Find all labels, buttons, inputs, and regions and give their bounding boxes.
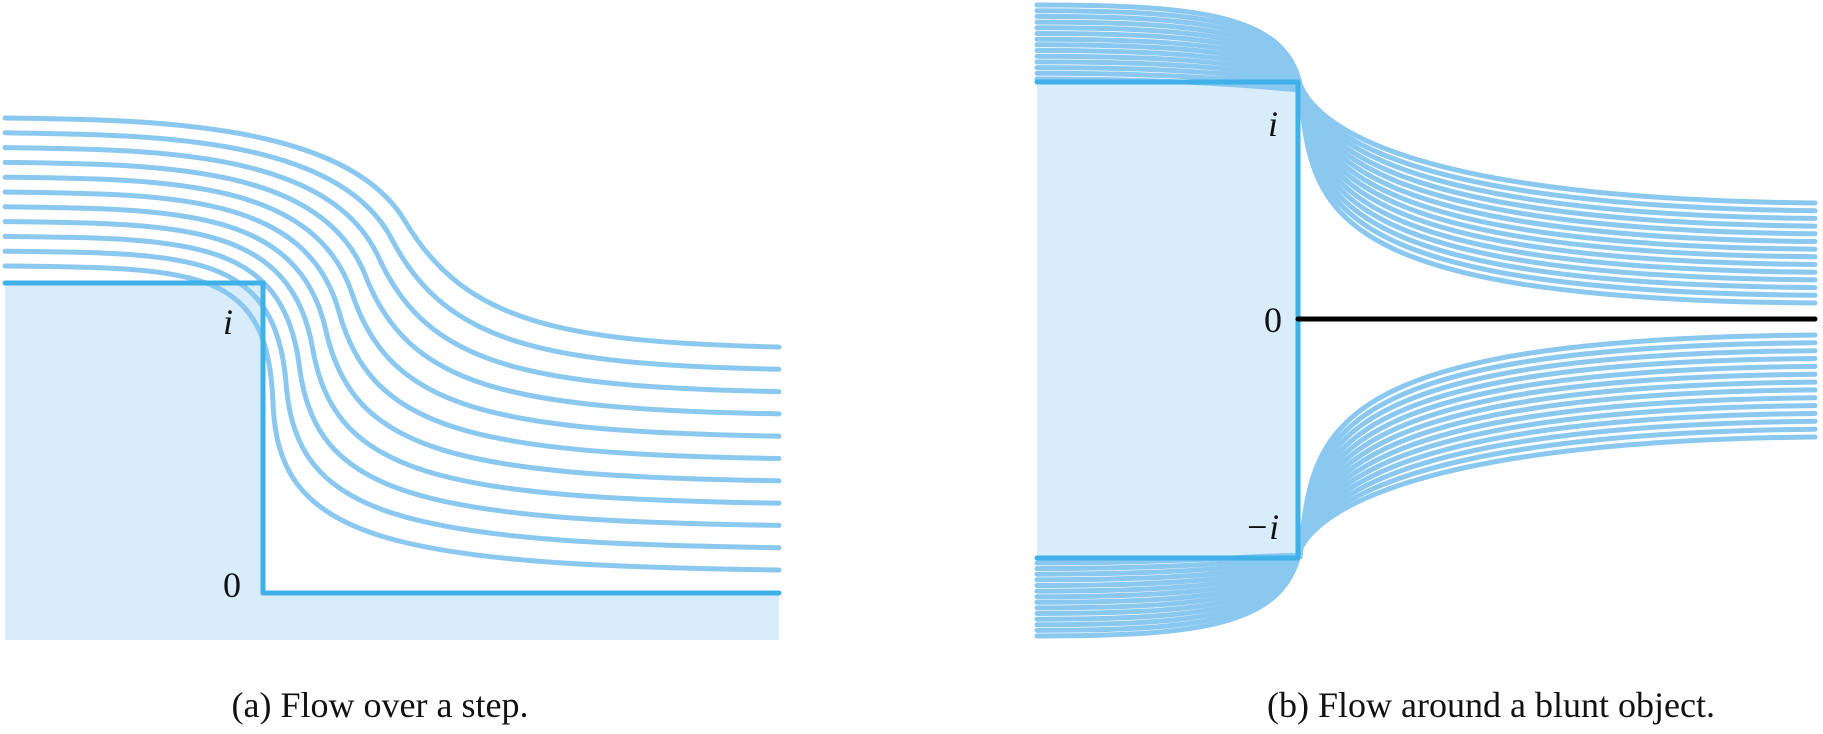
panel-a: i 0 (a) Flow over a step. — [2, 115, 782, 725]
caption-a: (a) Flow over a step. — [232, 685, 529, 725]
step-solid-region — [5, 283, 263, 640]
panel-b-streamlines — [1034, 2, 1818, 639]
label-zero: 0 — [223, 565, 241, 605]
streamline — [2, 159, 782, 417]
blunt-object-region — [1037, 82, 1298, 558]
step-boundary — [2, 280, 782, 596]
streamline — [2, 174, 782, 439]
label-minus-i: −i — [1245, 507, 1279, 547]
streamline — [2, 130, 782, 372]
streamline — [2, 115, 782, 350]
streamline — [2, 263, 782, 573]
streamline — [2, 248, 782, 551]
streamline — [2, 145, 782, 395]
label-i: i — [1268, 104, 1278, 144]
streamline — [2, 204, 782, 484]
panel-a-streamlines — [2, 115, 782, 573]
label-i: i — [223, 302, 233, 342]
streamline — [2, 233, 782, 528]
panel-b: i 0 −i (b) Flow around a blunt object. — [1034, 2, 1818, 725]
caption-b: (b) Flow around a blunt object. — [1267, 685, 1715, 725]
label-zero: 0 — [1264, 300, 1282, 340]
streamline — [2, 189, 782, 461]
streamline-lower — [1034, 434, 1818, 639]
floor-solid-region — [263, 593, 779, 640]
streamline — [2, 219, 782, 506]
